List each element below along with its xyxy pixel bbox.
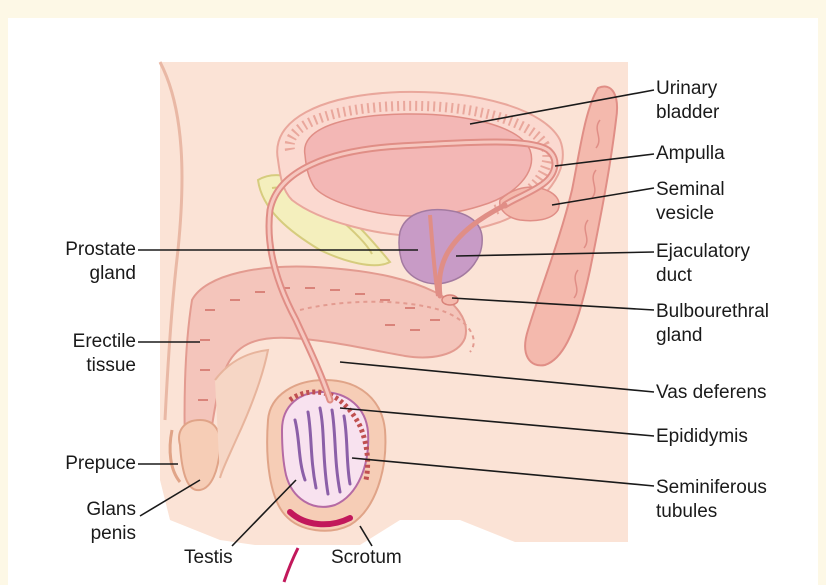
label-epididymis: Epididymis xyxy=(656,425,748,449)
label-seminal-vesicle-line1: Seminal xyxy=(656,178,725,202)
bulbourethral-gland-shape xyxy=(442,295,458,305)
label-testis: Testis xyxy=(184,546,233,570)
label-ampulla-line1: Ampulla xyxy=(656,142,725,166)
label-prepuce: Prepuce xyxy=(30,452,136,476)
pointer-mark xyxy=(284,548,298,582)
label-scrotum-line1: Scrotum xyxy=(331,546,402,570)
label-ejaculatory-duct-line2: duct xyxy=(656,264,750,288)
label-seminal-vesicle-line2: vesicle xyxy=(656,202,725,226)
label-bulbourethral-gland-line2: gland xyxy=(656,324,769,348)
label-testis-line1: Testis xyxy=(184,546,233,570)
label-urinary-bladder-line2: bladder xyxy=(656,101,719,125)
label-prostate-gland: Prostate gland xyxy=(30,238,136,286)
label-urinary-bladder: Urinary bladder xyxy=(656,77,719,125)
label-ampulla: Ampulla xyxy=(656,142,725,166)
label-ejaculatory-duct-line1: Ejaculatory xyxy=(656,240,750,264)
label-epididymis-line1: Epididymis xyxy=(656,425,748,449)
label-erectile-tissue: Erectile tissue xyxy=(30,330,136,378)
label-seminiferous-tubules: Seminiferous tubules xyxy=(656,476,767,524)
label-seminiferous-tubules-line2: tubules xyxy=(656,500,767,524)
label-bulbourethral-gland: Bulbourethral gland xyxy=(656,300,769,348)
label-seminal-vesicle: Seminal vesicle xyxy=(656,178,725,226)
label-prostate-gland-line2: gland xyxy=(30,262,136,286)
label-bulbourethral-gland-line1: Bulbourethral xyxy=(656,300,769,324)
label-erectile-tissue-line2: tissue xyxy=(30,354,136,378)
label-seminiferous-tubules-line1: Seminiferous xyxy=(656,476,767,500)
label-erectile-tissue-line1: Erectile xyxy=(30,330,136,354)
label-vas-deferens: Vas deferens xyxy=(656,381,767,405)
label-urinary-bladder-line1: Urinary xyxy=(656,77,719,101)
label-scrotum: Scrotum xyxy=(331,546,402,570)
label-glans-penis: Glans penis xyxy=(30,498,136,546)
label-glans-penis-line2: penis xyxy=(30,522,136,546)
label-prepuce-line1: Prepuce xyxy=(30,452,136,476)
label-ejaculatory-duct: Ejaculatory duct xyxy=(656,240,750,288)
label-prostate-gland-line1: Prostate xyxy=(30,238,136,262)
label-glans-penis-line1: Glans xyxy=(30,498,136,522)
label-vas-deferens-line1: Vas deferens xyxy=(656,381,767,405)
